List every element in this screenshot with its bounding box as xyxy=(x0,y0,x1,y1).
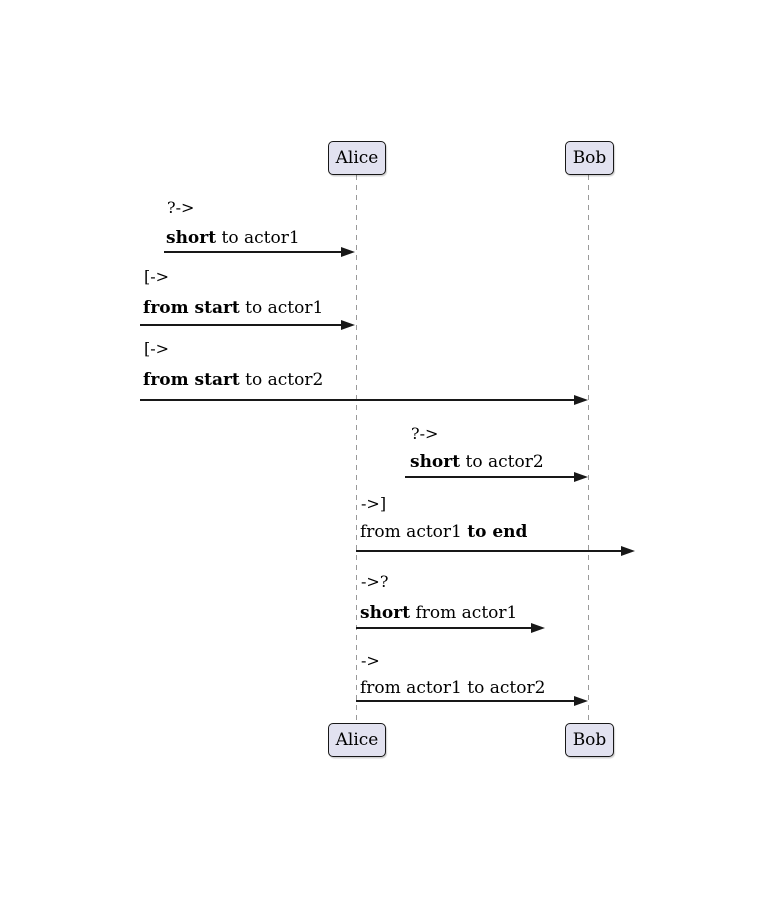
message-2-operator: [-> xyxy=(144,267,170,286)
message-4-arrowhead-icon xyxy=(574,472,588,482)
message-5-arrow-line xyxy=(356,550,621,552)
message-4-operator: ?-> xyxy=(411,424,439,443)
message-6-arrow-line xyxy=(356,627,531,629)
message-3-label-bold: from start xyxy=(143,370,240,390)
message-6-arrowhead-icon xyxy=(531,623,545,633)
message-1-label-bold: short xyxy=(166,228,217,248)
message-6-label-bold: short xyxy=(360,603,411,623)
message-1-label-post: to actor1 xyxy=(216,228,300,248)
lifeline-bob xyxy=(588,175,589,723)
message-4-arrow-line xyxy=(405,476,575,478)
participant-bob-bottom: Bob xyxy=(565,723,614,757)
message-1-operator: ?-> xyxy=(167,198,195,217)
message-5-operator: ->] xyxy=(361,494,387,513)
message-5-arrowhead-icon xyxy=(621,546,635,556)
message-3-label-post: to actor2 xyxy=(239,370,324,390)
message-3-arrow-line xyxy=(140,399,575,401)
message-6-label: short from actor1 xyxy=(360,603,517,623)
message-7-operator: -> xyxy=(361,651,380,670)
message-3-operator: [-> xyxy=(144,339,170,358)
lifeline-alice xyxy=(356,175,357,723)
message-7-label-pre: from actor1 to actor2 xyxy=(360,678,546,698)
message-3-label: from start to actor2 xyxy=(143,370,323,390)
message-2-arrowhead-icon xyxy=(341,320,355,330)
participant-alice-bottom: Alice xyxy=(328,723,386,757)
message-6-label-post: from actor1 xyxy=(410,603,518,623)
message-3-arrowhead-icon xyxy=(574,395,588,405)
message-1-label: short to actor1 xyxy=(166,228,300,248)
message-4-label-bold: short xyxy=(410,452,461,472)
message-2-label-bold: from start xyxy=(143,298,240,318)
participant-bob-top: Bob xyxy=(565,141,614,175)
message-1-arrowhead-icon xyxy=(341,247,355,257)
message-6-operator: ->? xyxy=(361,572,389,591)
message-5-label: from actor1 to end xyxy=(360,522,527,542)
message-1-arrow-line xyxy=(164,251,342,253)
message-4-label: short to actor2 xyxy=(410,452,544,472)
message-7-label: from actor1 to actor2 xyxy=(360,678,545,698)
message-7-arrowhead-icon xyxy=(574,696,588,706)
message-7-arrow-line xyxy=(356,700,574,702)
message-2-arrow-line xyxy=(140,324,342,326)
message-4-label-post: to actor2 xyxy=(460,452,544,472)
participant-alice-top: Alice xyxy=(328,141,386,175)
message-5-label-bold: to end xyxy=(467,522,528,542)
message-2-label: from start to actor1 xyxy=(143,298,323,318)
message-2-label-post: to actor1 xyxy=(239,298,324,318)
message-5-label-pre: from actor1 xyxy=(360,522,468,542)
